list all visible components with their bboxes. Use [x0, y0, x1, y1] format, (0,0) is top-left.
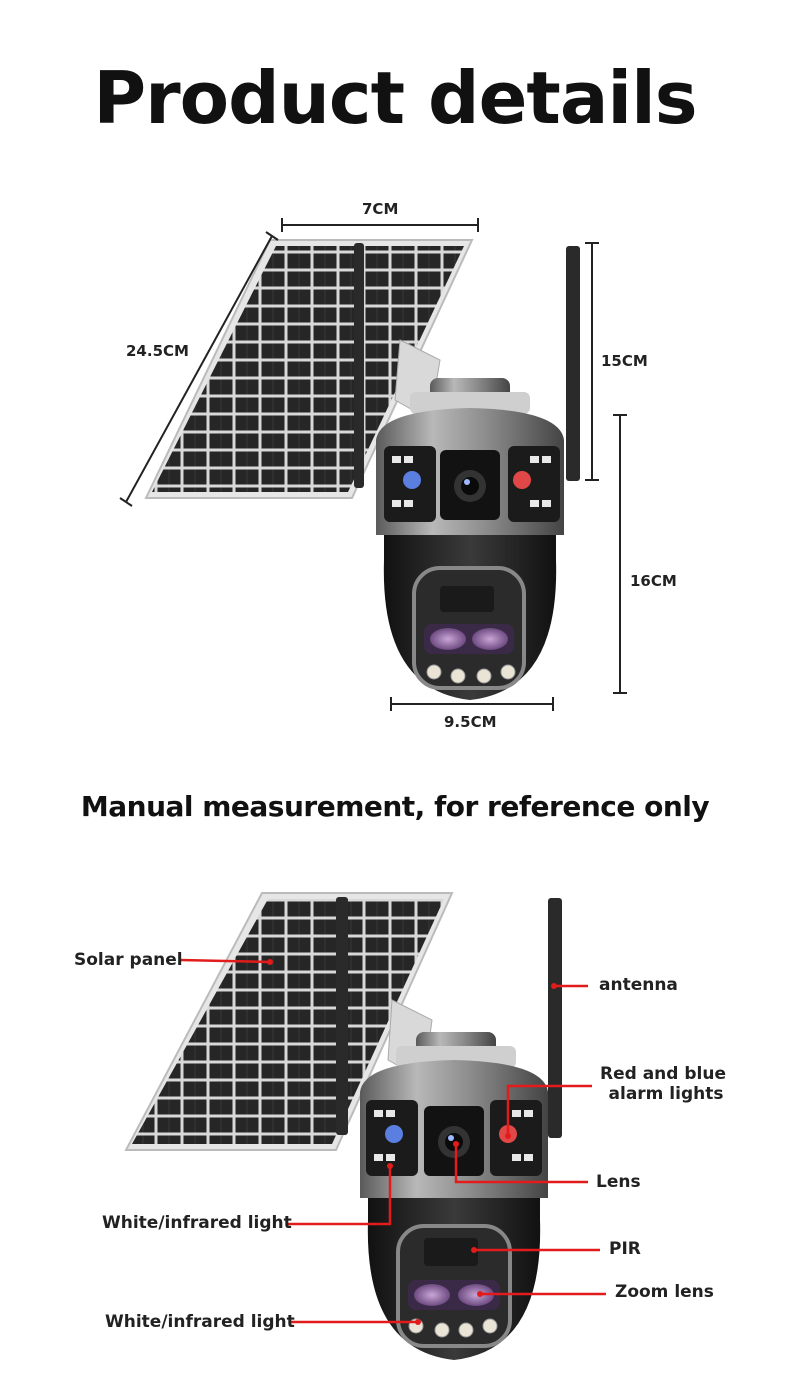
dimension-lines: [119, 218, 627, 711]
subtitle: Manual measurement, for reference only: [80, 790, 710, 823]
camera-bottom: [360, 1032, 548, 1360]
label-solar-panel: Solar panel: [74, 950, 183, 970]
label-alarm-lights: Red and blue alarm lights: [600, 1064, 726, 1105]
solar-panel-bottom: [124, 892, 454, 1151]
leader-dots: [267, 959, 557, 1325]
dim-body-height: 16CM: [630, 572, 677, 590]
label-antenna: antenna: [599, 975, 678, 995]
dim-panel-length: 24.5CM: [126, 342, 189, 360]
label-alarm-lights-line1: Red and blue: [600, 1064, 726, 1084]
solar-panel-top: [144, 239, 474, 499]
leader-lines: [179, 958, 606, 1324]
antenna-top: [354, 243, 580, 488]
label-pir: PIR: [609, 1239, 641, 1259]
label-lens: Lens: [596, 1172, 641, 1192]
dim-base-width: 9.5CM: [444, 713, 497, 731]
label-white-ir-light-1: White/infrared light: [102, 1213, 292, 1233]
dim-top-width: 7CM: [362, 200, 399, 218]
page-title: Product details: [93, 56, 697, 140]
dim-antenna-height: 15CM: [601, 352, 648, 370]
label-white-ir-light-2: White/infrared light: [105, 1312, 295, 1332]
camera-top: [376, 378, 564, 700]
label-alarm-lights-line2: alarm lights: [608, 1084, 724, 1105]
antenna-bottom: [336, 897, 562, 1138]
label-zoom-lens: Zoom lens: [615, 1282, 714, 1302]
